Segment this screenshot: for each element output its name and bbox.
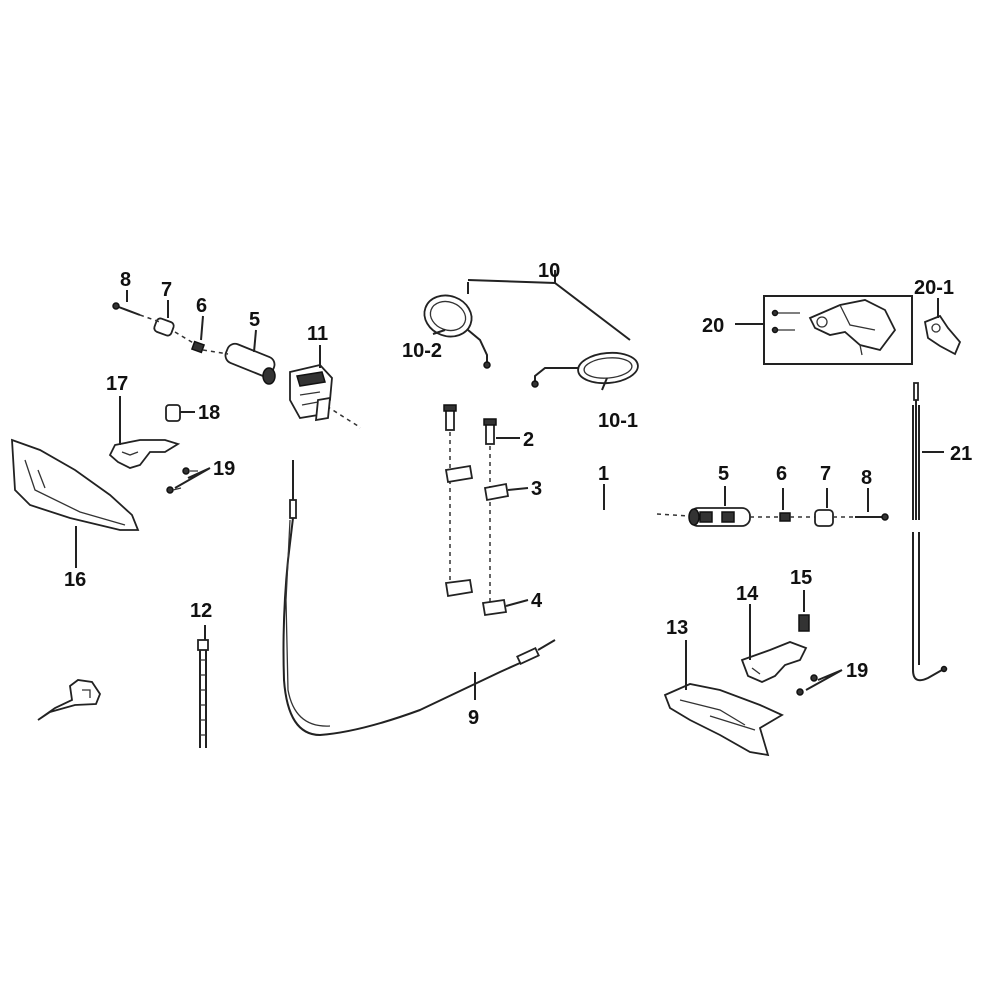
- label-8-left: 8: [120, 269, 131, 291]
- brake-cable: [912, 382, 948, 682]
- hand-guard-right: [663, 683, 784, 757]
- label-21: 21: [950, 443, 972, 465]
- lever-bracket-20-1: [923, 314, 962, 356]
- left-switch-housing: [289, 364, 333, 422]
- label-4: 4: [531, 590, 543, 612]
- hand-guard-left: [11, 438, 140, 531]
- label-3: 3: [531, 478, 542, 500]
- label-15: 15: [790, 567, 812, 589]
- label-19-right: 19: [846, 660, 868, 682]
- mirror-right: [531, 351, 639, 388]
- spacer-18: [165, 404, 181, 422]
- screws-19-left: [166, 467, 198, 494]
- label-14: 14: [736, 583, 759, 605]
- bracket-right: [740, 641, 808, 683]
- handlebar-clamps: [443, 404, 510, 617]
- label-10-1: 10-1: [598, 410, 638, 432]
- label-11: 11: [307, 323, 328, 345]
- label-9: 9: [468, 707, 479, 729]
- brake-lever-assembly: [763, 295, 913, 365]
- throttle-cable: [282, 460, 556, 737]
- cable-tie: [197, 639, 209, 748]
- front-arrow-icon: [37, 679, 102, 721]
- label-10-2: 10-2: [402, 340, 442, 362]
- screws-19-right: [796, 674, 818, 696]
- label-6-right: 6: [776, 463, 787, 485]
- part-number-labels: 8 7 6 5 11 10 10-2 10-1 20 20-1 21 17 18…: [64, 260, 972, 729]
- label-10: 10: [538, 260, 560, 282]
- label-18: 18: [198, 402, 220, 424]
- left-end-parts: [112, 302, 276, 385]
- right-grip-parts: [688, 507, 889, 527]
- bolt-15: [798, 614, 810, 632]
- label-5-left: 5: [249, 309, 260, 331]
- label-20: 20: [702, 315, 724, 337]
- handlebar: [319, 401, 691, 574]
- bracket-left: [108, 439, 181, 469]
- label-2: 2: [523, 429, 534, 451]
- label-19-left: 19: [213, 458, 235, 480]
- label-7-right: 7: [820, 463, 831, 485]
- mirror-left: [423, 294, 491, 369]
- label-7-left: 7: [161, 279, 172, 301]
- label-17: 17: [106, 373, 128, 395]
- label-1: 1: [598, 463, 609, 485]
- label-6-left: 6: [196, 295, 207, 317]
- leader-lines: [75, 282, 944, 700]
- label-13: 13: [666, 617, 688, 639]
- label-12: 12: [190, 600, 212, 622]
- label-16: 16: [64, 569, 86, 591]
- label-8-right: 8: [861, 467, 872, 489]
- label-20-1: 20-1: [914, 277, 954, 299]
- mirror-group-bracket: [467, 270, 631, 341]
- label-5-right: 5: [718, 463, 729, 485]
